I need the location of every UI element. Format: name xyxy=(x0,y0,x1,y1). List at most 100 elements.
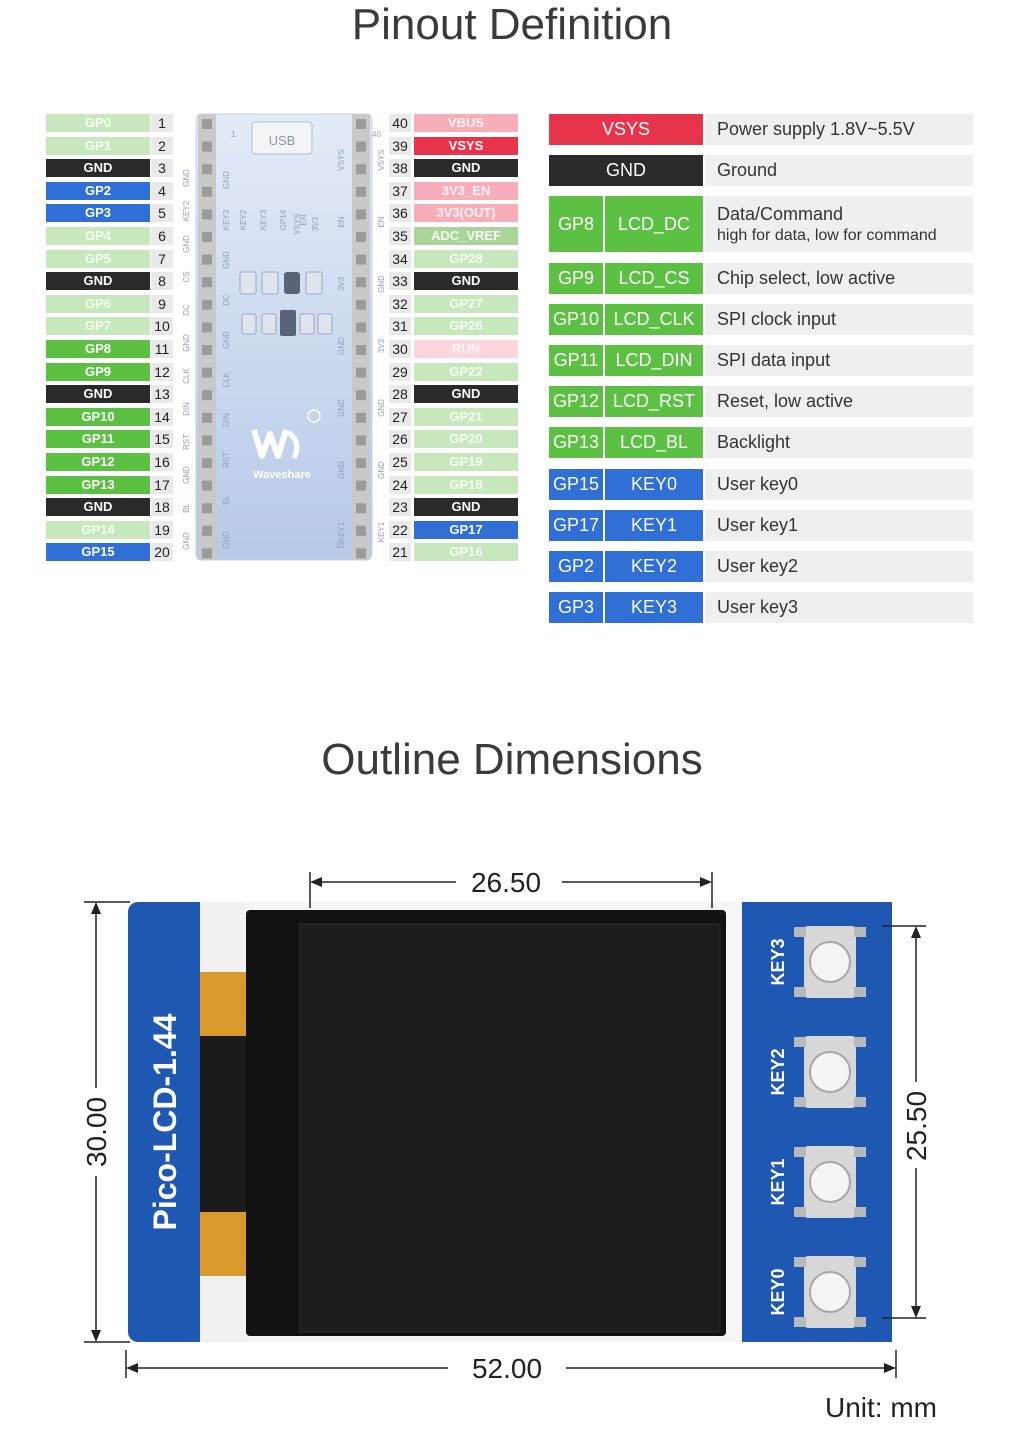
header-pin xyxy=(356,232,366,242)
header-pin xyxy=(202,164,212,175)
left-pin-number: 8 xyxy=(151,272,173,291)
pin40-mark: 40 xyxy=(372,130,381,139)
function-description-text: User key1 xyxy=(717,514,799,535)
function-name: KEY2 xyxy=(605,550,703,582)
left-pin-number: 12 xyxy=(151,362,173,381)
right-pin-number: 29 xyxy=(389,362,411,381)
header-pin xyxy=(202,345,212,355)
silkscreen-label: GND xyxy=(182,466,191,484)
left-pin-label: GP7 xyxy=(46,317,150,336)
header-pin xyxy=(356,458,366,468)
left-pin-number: 20 xyxy=(151,543,173,562)
tactile-key: KEY0 xyxy=(768,1256,866,1328)
function-pin: GP17 xyxy=(549,509,603,541)
silkscreen-label: CLK xyxy=(182,368,191,384)
function-description: User key3 xyxy=(705,592,973,624)
header-pin xyxy=(356,390,366,401)
left-pin-number: 3 xyxy=(151,159,173,178)
left-pin-number: 10 xyxy=(151,317,173,336)
silkscreen-label: VSYS xyxy=(293,213,302,234)
function-description-text: Backlight xyxy=(717,432,791,453)
left-pin-number: 9 xyxy=(151,294,173,313)
right-pin-number: 28 xyxy=(389,385,411,404)
function-description: Power supply 1.8V~5.5V xyxy=(705,114,973,145)
silkscreen-label: EN xyxy=(299,214,308,225)
silkscreen-label: EN xyxy=(377,216,386,227)
header-pin xyxy=(356,412,366,423)
header-pin xyxy=(356,299,366,310)
header-pin xyxy=(202,299,212,310)
right-pin-number: 39 xyxy=(389,136,411,155)
right-pin-number: 33 xyxy=(389,272,411,291)
right-pin-label: GP27 xyxy=(414,294,518,313)
silkscreen-label: KEY3 xyxy=(259,209,268,230)
right-pin-number: 23 xyxy=(389,498,411,517)
function-name: LCD_CLK xyxy=(605,303,703,335)
silkscreen-label: GND xyxy=(377,399,386,417)
pico-board-diagram: USB 1 40 21 Waveshare GNDKEY2GNDCSDCGNDC… xyxy=(182,113,386,564)
header-pin xyxy=(356,322,366,333)
key-label: KEY3 xyxy=(768,938,788,985)
function-name: KEY3 xyxy=(605,592,703,624)
right-pin-label: GP19 xyxy=(414,452,518,471)
header-pin xyxy=(356,345,366,355)
right-pin-label: RUN xyxy=(414,339,518,358)
header-pin xyxy=(356,277,366,288)
dim-key-span: 25.50 xyxy=(901,1091,932,1161)
silkscreen-label: RST xyxy=(222,452,231,468)
function-pin: GP12 xyxy=(549,386,603,418)
function-pin: GP11 xyxy=(549,344,603,376)
silkscreen-label: DIN xyxy=(222,413,231,427)
function-description-text: Data/Command xyxy=(717,203,844,224)
pin1-mark: 1 xyxy=(231,130,236,139)
left-pin-number: 13 xyxy=(151,385,173,404)
header-pin xyxy=(356,503,366,514)
left-pin-label: GP14 xyxy=(46,520,150,539)
right-pin-number: 37 xyxy=(389,181,411,200)
function-description-text: Ground xyxy=(717,160,778,181)
silkscreen-label: GND xyxy=(337,337,346,355)
silkscreen-label: GND xyxy=(337,399,346,417)
right-pin-label: GND xyxy=(414,272,518,291)
left-pin-label: GP1 xyxy=(46,136,150,155)
left-pin-number: 17 xyxy=(151,475,173,494)
function-description: Backlight xyxy=(705,427,973,459)
usb-label: USB xyxy=(269,133,296,148)
silkscreen-label: CLK xyxy=(222,372,231,388)
left-pin-number: 11 xyxy=(151,339,173,358)
silkscreen-label: GND xyxy=(182,235,191,253)
brand-label: Waveshare xyxy=(253,469,311,481)
silkscreen-label: 3V3 xyxy=(311,216,320,231)
header-pin xyxy=(202,390,212,401)
function-description-text: Chip select, low active xyxy=(717,267,896,288)
key-label: KEY1 xyxy=(768,1158,788,1205)
header-pin xyxy=(202,412,212,423)
pinout-title: Pinout Definition xyxy=(351,0,673,49)
header-pin xyxy=(356,141,366,152)
right-pin-label: GP21 xyxy=(414,407,518,426)
header-pin xyxy=(202,254,212,265)
product-name: Pico-LCD-1.44 xyxy=(147,1013,183,1230)
header-pin xyxy=(202,277,212,288)
waveshare-logo-icon xyxy=(251,429,289,459)
function-pin: GP8 xyxy=(549,196,603,253)
right-pin-label: GP17 xyxy=(414,520,518,539)
right-pin-number: 35 xyxy=(389,226,411,245)
silkscreen-label: 3V3 xyxy=(377,338,386,353)
header-pin xyxy=(356,525,366,536)
left-pin-number: 1 xyxy=(151,114,173,132)
header-pin xyxy=(356,119,366,129)
left-pin-number: 16 xyxy=(151,452,173,471)
right-pin-number: 27 xyxy=(389,407,411,426)
header-pin xyxy=(356,480,366,491)
left-pin-label: GND xyxy=(46,498,150,517)
